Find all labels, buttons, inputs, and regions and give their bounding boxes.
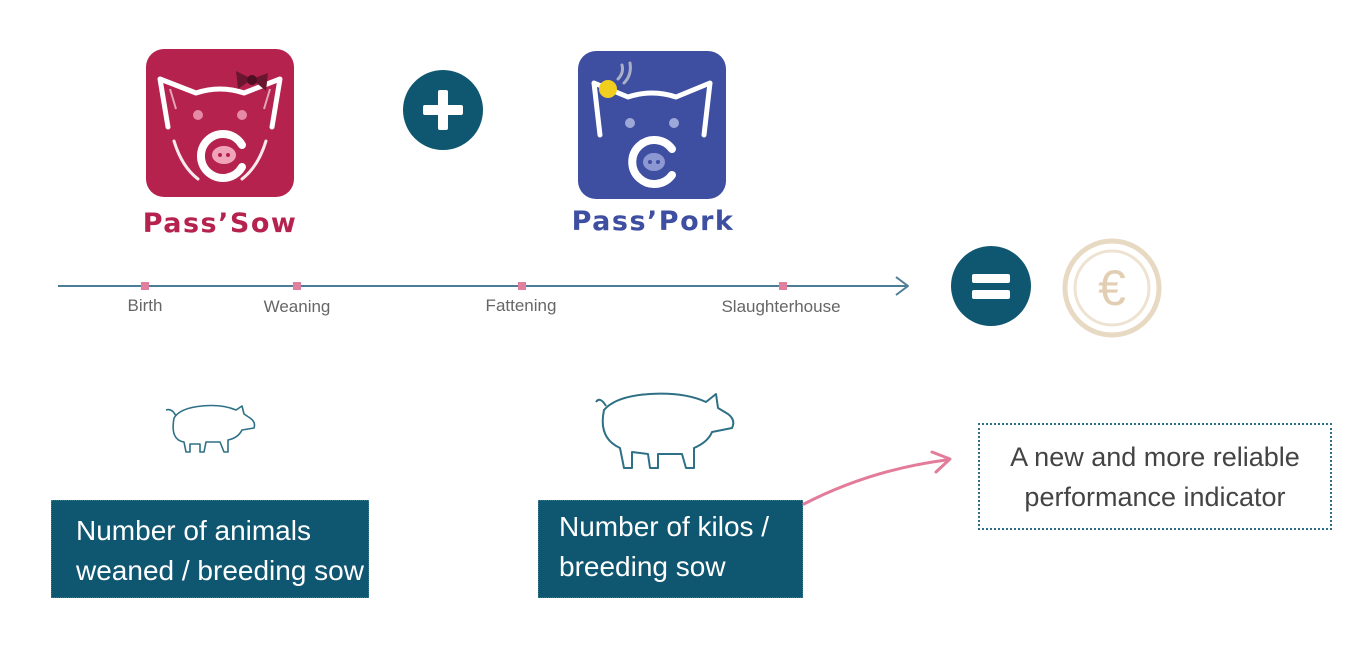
sow-metric-box: Number of animals weaned / breeding sow <box>51 500 369 598</box>
plus-icon <box>403 70 483 150</box>
pig-with-bow-icon <box>157 71 283 182</box>
tick-birth <box>141 282 149 290</box>
pig-with-tag-icon <box>591 61 713 188</box>
sow-metric-line2: weaned / breeding sow <box>76 555 364 586</box>
pork-metric-box: Number of kilos / breeding sow <box>538 500 803 598</box>
pork-metric-line2: breeding sow <box>559 551 726 582</box>
timeline-arrowhead <box>895 276 909 296</box>
euro-symbol: € <box>1098 260 1126 316</box>
indicator-line1: A new and more reliable <box>1010 442 1300 472</box>
pass-sow-app-name: Pass’Sow <box>142 208 298 239</box>
pass-pork-app-name: Pass’Pork <box>571 206 735 237</box>
indicator-line2: performance indicator <box>1024 482 1286 512</box>
stage-label-fattening: Fattening <box>485 296 557 315</box>
pork-metric-line1: Number of kilos / <box>559 511 770 542</box>
stage-label-birth: Birth <box>127 296 163 315</box>
tick-fattening <box>518 282 526 290</box>
piglet-icon <box>162 398 262 458</box>
pass-sow-app-icon <box>146 49 294 197</box>
euro-coin-icon: € <box>1062 238 1162 338</box>
performance-indicator-box: A new and more reliable performance indi… <box>978 423 1332 530</box>
tick-weaning <box>293 282 301 290</box>
tick-slaughterhouse <box>779 282 787 290</box>
sow-metric-line1: Number of animals <box>76 515 311 546</box>
pig-icon <box>594 384 742 474</box>
stage-label-slaughterhouse: Slaughterhouse <box>721 297 841 316</box>
stage-label-weaning: Weaning <box>263 297 331 316</box>
timeline <box>0 270 920 300</box>
equals-icon <box>951 246 1031 326</box>
pass-pork-app-icon <box>578 51 726 199</box>
result-arrow <box>800 440 960 510</box>
